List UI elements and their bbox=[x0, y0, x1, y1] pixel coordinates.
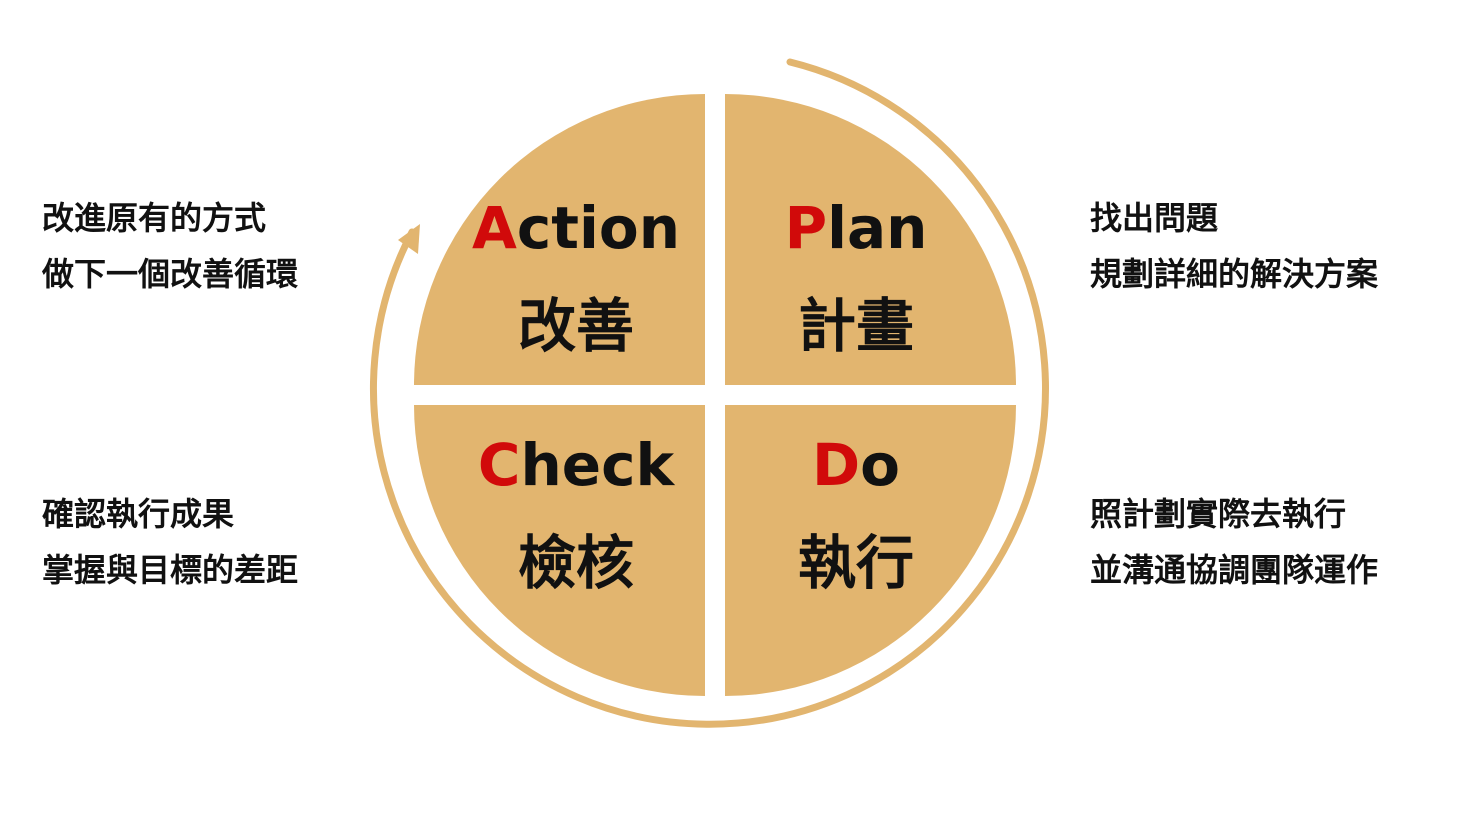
plan-description-line: 規劃詳細的解決方案 bbox=[1090, 255, 1379, 293]
quadrant-do bbox=[725, 405, 1016, 696]
plan-chinese: 計畫 bbox=[798, 292, 914, 360]
check-description-line: 掌握與目標的差距 bbox=[42, 551, 299, 589]
action-description-line: 做下一個改善循環 bbox=[42, 255, 299, 293]
arrowhead-icon bbox=[398, 224, 420, 254]
check-description-line: 確認執行成果 bbox=[42, 495, 235, 533]
quadrant-check bbox=[414, 405, 705, 696]
plan-description-line: 找出問題 bbox=[1090, 199, 1219, 237]
action-title: Action bbox=[472, 194, 680, 262]
do-description-line: 照計劃實際去執行 bbox=[1090, 495, 1347, 533]
cycle-arc bbox=[370, 58, 1049, 728]
do-title: Do bbox=[812, 431, 900, 499]
check-chinese: 檢核 bbox=[518, 529, 634, 597]
do-chinese: 執行 bbox=[798, 529, 914, 597]
action-description-line: 改進原有的方式 bbox=[42, 199, 267, 237]
action-description: 改進原有的方式 做下一個改善循環 bbox=[42, 190, 298, 302]
plan-title: Plan bbox=[785, 194, 928, 262]
check-description: 確認執行成果 掌握與目標的差距 bbox=[42, 486, 298, 598]
quadrant-action bbox=[414, 94, 705, 385]
check-title: Check bbox=[478, 431, 676, 499]
do-description: 照計劃實際去執行 並溝通協調團隊運作 bbox=[1090, 486, 1378, 598]
action-chinese: 改善 bbox=[518, 292, 634, 360]
plan-description: 找出問題 規劃詳細的解決方案 bbox=[1090, 190, 1378, 302]
do-description-line: 並溝通協調團隊運作 bbox=[1090, 551, 1379, 589]
quadrant-plan bbox=[725, 94, 1016, 385]
